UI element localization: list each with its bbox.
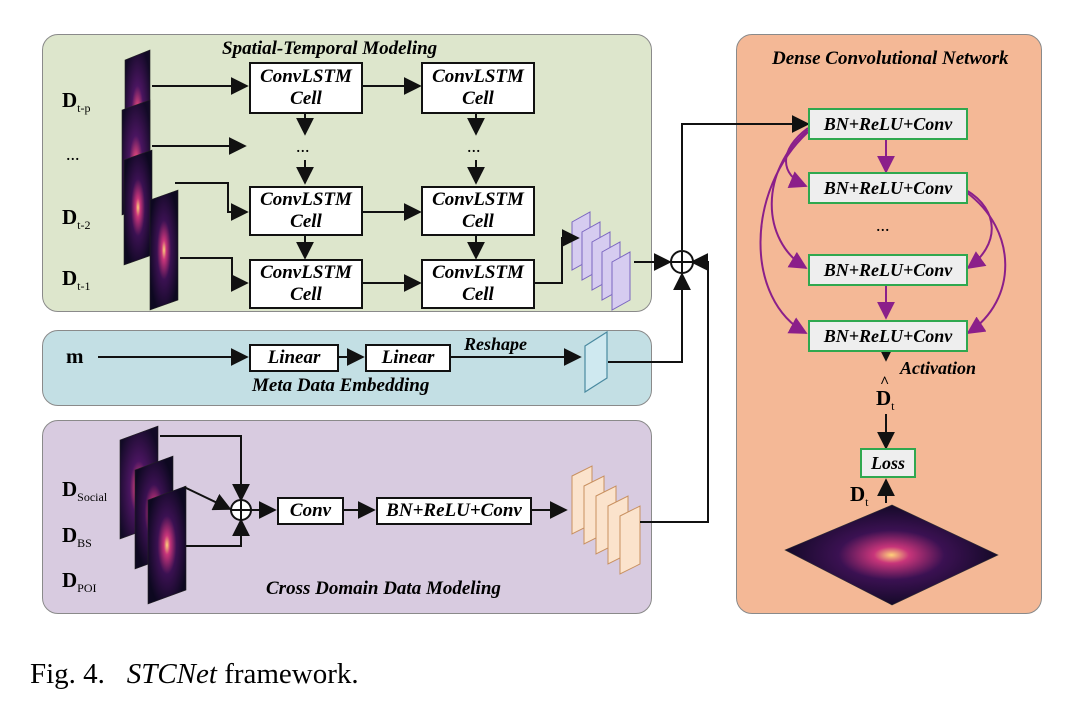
dense-ellipsis: ...	[876, 215, 890, 235]
convlstm-cell-3-1: ConvLSTM Cell	[249, 259, 363, 309]
label-d-t: Dt	[850, 482, 869, 510]
label-d-t-p: Dt-p	[62, 88, 91, 116]
st-arrows	[152, 77, 580, 292]
meta-feature-map	[584, 330, 608, 394]
spatial-temporal-title: Spatial-Temporal Modeling	[222, 38, 438, 59]
cd-arrows	[160, 253, 709, 547]
activation-label: Activation	[900, 358, 976, 378]
fusion-arrows	[634, 115, 895, 503]
loss-box: Loss	[860, 448, 916, 478]
st-feature-maps	[571, 211, 631, 311]
traffic-map-stack	[121, 49, 179, 311]
convlstm-cell-1-2: ConvLSTM Cell	[421, 62, 535, 114]
label-m: m	[66, 344, 84, 368]
dense-block-2: BN+ReLU+Conv	[808, 172, 968, 204]
ground-truth-map	[784, 504, 999, 606]
dense-arrows	[759, 127, 1007, 334]
sum-node-cross-domain	[230, 499, 252, 521]
meta-embedding-title: Meta Data Embedding	[252, 375, 430, 396]
cross-domain-title: Cross Domain Data Modeling	[266, 578, 501, 599]
figure-caption: Fig. 4. STCNet framework.	[30, 658, 359, 690]
label-d-hat-t: ^Dt	[876, 374, 895, 414]
meta-arrows	[98, 272, 691, 366]
convlstm-ellipsis-2: ...	[467, 136, 481, 156]
convlstm-cell-1-1: ConvLSTM Cell	[249, 62, 363, 114]
cd-feature-maps	[571, 465, 641, 575]
cross-domain-map-stack	[119, 425, 187, 605]
dense-block-4: BN+ReLU+Conv	[808, 320, 968, 352]
conv-box: Conv	[277, 497, 344, 525]
linear-2: Linear	[365, 344, 451, 372]
label-d-social: DSocial	[62, 477, 108, 505]
convlstm-cell-3-2: ConvLSTM Cell	[421, 259, 535, 309]
meta-embedding-panel	[42, 330, 652, 406]
label-d-t-2: Dt-2	[62, 205, 91, 233]
label-ellipsis-left: ...	[66, 144, 80, 164]
reshape-label: Reshape	[464, 334, 527, 354]
sum-node-main	[670, 250, 694, 274]
bn-relu-conv-box-cd: BN+ReLU+Conv	[376, 497, 532, 525]
convlstm-ellipsis-1: ...	[296, 136, 310, 156]
linear-1: Linear	[249, 344, 339, 372]
dense-block-3: BN+ReLU+Conv	[808, 254, 968, 286]
label-d-bs: DBS	[62, 523, 92, 551]
dense-block-1: BN+ReLU+Conv	[808, 108, 968, 140]
convlstm-cell-2-1: ConvLSTM Cell	[249, 186, 363, 236]
label-d-poi: DPOI	[62, 568, 97, 596]
convlstm-cell-2-2: ConvLSTM Cell	[421, 186, 535, 236]
dense-net-title: Dense Convolutional Network	[772, 48, 1009, 69]
label-d-t-1: Dt-1	[62, 266, 91, 294]
